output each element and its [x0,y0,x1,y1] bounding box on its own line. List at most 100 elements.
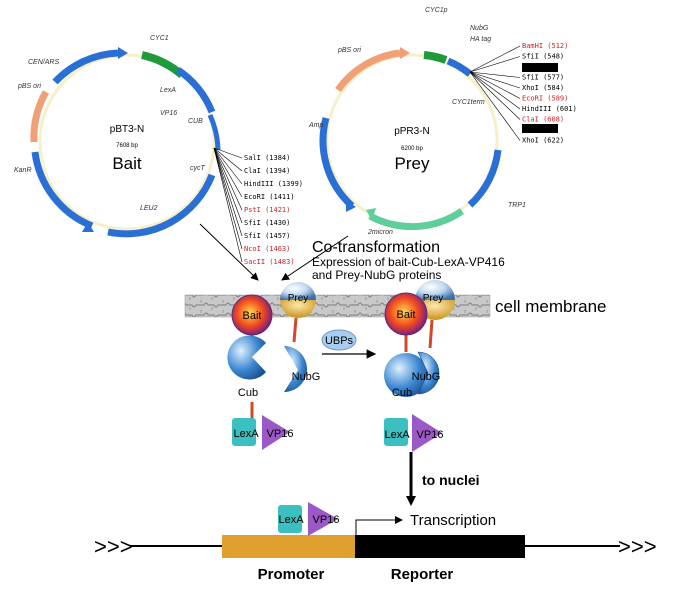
promoter-region [222,535,355,558]
restriction-site-label: SfiI (1457) [244,232,290,240]
prey-site-leader-lines [469,45,521,141]
restriction-site-label: NcoI (1463) [244,245,290,253]
restriction-site-leader [213,147,243,211]
restriction-site-label: HindIII (1399) [244,180,303,188]
bait-site-leader-lines [213,147,243,263]
ubps-enzyme [321,329,357,351]
bait-plasmid-backbone [38,53,216,231]
lexa-domain [232,418,256,446]
kanr-arc [31,151,94,230]
lexa-label: LexA [278,514,304,526]
prey-feature-label: Amp [308,122,324,129]
arc-arrowhead [82,222,94,232]
cyc1p-arc [423,51,448,64]
cub-domain [384,353,428,397]
left-protein-complex: Bait Prey Cub NubG LexA VP16 [227,282,320,450]
bait-plasmid-name: pBT3-N [110,124,144,135]
cyc1-arc [141,51,185,79]
bait-protein-label: Bait [243,310,262,322]
reporter-label: Reporter [391,566,454,583]
lexa-domain [278,505,302,533]
restriction-site-leader [469,71,521,78]
lexa-arc [175,67,216,114]
vp16-domain [308,502,338,536]
restriction-site-label: SfiI (548) [522,53,564,61]
restriction-site-label: SfiI (1430) [244,219,290,227]
prey-feature-label: HA tag [470,36,491,43]
two-micron-arc [368,208,464,231]
bait-feature-label: CYC1 [150,35,169,42]
prey-protein-bottom [280,300,316,318]
restriction-site-label: BamHI (512) [522,42,568,50]
pbs-ori-arc [335,49,401,93]
prey-plasmid: CYC1p NubG HA tag pBS ori CYC1term Amp 2… [308,7,577,236]
restriction-site-leader [213,147,243,185]
bait-feature-label: VP16 [160,110,177,117]
nubg-arc [446,57,473,77]
nubg-label: NubG [412,371,441,383]
amp-arc [319,117,355,209]
prey-protein-label: Prey [423,293,444,304]
lexa-label: LexA [233,428,259,440]
restriction-site-leader [469,71,521,89]
bait-protein-label: Bait [397,309,416,321]
prey-feature-label: TRP1 [508,202,526,209]
nubg-domain [417,351,440,395]
restriction-site-leader [469,45,521,73]
restriction-site-leader [469,71,521,141]
restriction-site-leader [469,71,521,110]
cell-membrane-label: cell membrane [495,297,607,316]
restriction-site-label: EcoRI (589) [522,95,568,103]
nubg-domain [284,346,307,392]
bait-feature-label: CEN/ARS [28,59,59,66]
prey-site-bar [522,63,558,72]
dna-chevrons-right: >>> [618,534,657,559]
vp16-cub-arc [207,113,221,151]
restriction-site-leader [469,71,521,120]
prey-feature-label: CYC1term [452,99,485,106]
restriction-site-leader [213,147,243,263]
leu2-arc [107,173,216,238]
lexa-label: LexA [384,429,410,441]
prey-feature-label: NubG [470,25,489,32]
restriction-site-label: HindIII (601) [522,105,577,113]
prey-site-bar [522,124,558,133]
bait-plasmid-size: 7608 bp [116,143,138,149]
cen-ars-arc [52,49,119,85]
bait-feature-label: LexA [160,87,176,94]
dna-chevrons-left: >>> [94,534,133,559]
vp16-label: VP16 [267,428,294,440]
prey-plasmid-size: 6200 bp [401,146,423,152]
restriction-site-label: ClaI (1394) [244,167,290,175]
prey-to-membrane-arrow [281,235,349,281]
prey-feature-label: 2micron [367,229,393,236]
restriction-site-label: ClaI (608) [522,116,564,124]
lexa-domain [384,418,408,446]
right-protein-complex: Prey Bait Cub NubG LexA VP16 [384,280,455,452]
prey-feature-label: pBS ori [337,47,361,54]
bait-plasmid-short-name: Bait [112,154,142,173]
nubg-label: NubG [292,371,321,383]
prey-feature-label: CYC1p [425,7,448,14]
prey-linker [428,319,434,349]
arc-arrowhead [346,200,356,212]
cotransformation-title: Co-transformation [312,239,440,256]
restriction-site-leader [213,147,243,198]
bait-plasmid: CYC1 CEN/ARS pBS ori LexA VP16 CUB cycT … [14,35,303,266]
bait-feature-label: CUB [188,118,203,125]
restriction-site-leader [469,71,521,99]
prey-protein-label: Prey [288,293,309,304]
bait-feature-label: LEU2 [140,205,158,212]
cotransformation-line1: Expression of bait-Cub-LexA-VP416 [312,255,505,269]
transcription-arrow [355,516,403,535]
arc-arrowhead [400,47,410,59]
prey-protein-top [280,282,316,300]
restriction-site-leader [469,56,521,73]
bait-to-membrane-arrow [199,223,259,281]
vp16-label: VP16 [313,514,340,526]
prey-restriction-sites: BamHI (512) SfiI (548) SfiI (577) XhoI (584… [522,42,577,145]
restriction-site-label: SfiI (577) [522,74,564,82]
restriction-site-label: XhoI (584) [522,84,564,92]
cub-domain [227,335,266,380]
bait-protein [384,292,428,336]
